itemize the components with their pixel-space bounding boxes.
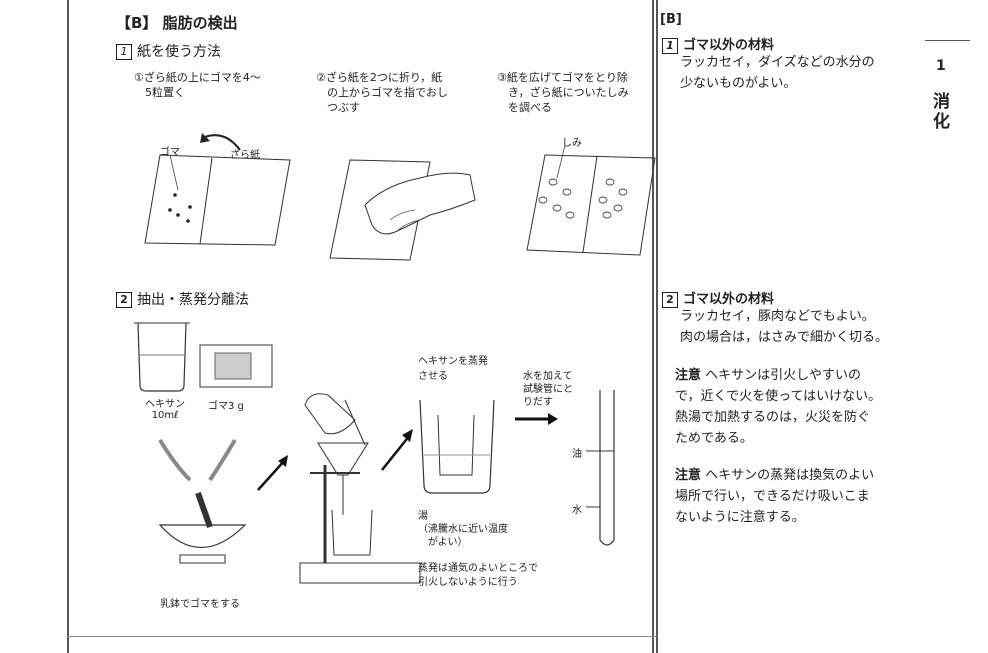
method2-title: 抽出・蒸発分離法 bbox=[137, 292, 249, 308]
section-title: 【B】 脂肪の検出 bbox=[116, 14, 238, 32]
paper-with-seeds-illustration bbox=[144, 133, 291, 246]
method1-heading: 1 紙を使う方法 bbox=[116, 41, 221, 61]
label-water: 水 bbox=[572, 505, 582, 516]
label-goma-seed: ゴマ bbox=[160, 147, 180, 158]
label-add-water: 水を加えて 試験管にと りだす bbox=[523, 371, 573, 408]
side-header: [B] bbox=[660, 12, 682, 27]
method2-number: 2 bbox=[116, 292, 132, 308]
label-shimi: しみ bbox=[562, 138, 582, 149]
side-note2-keyword: 注意 bbox=[675, 468, 702, 483]
label-hot-water: 湯 （沸騰水に近い温度 がよい） bbox=[418, 511, 508, 548]
side-item2-heading: 2 ゴマ以外の材料 bbox=[662, 288, 774, 308]
folded-paper-finger-illustration bbox=[329, 159, 476, 261]
label-evaporate: ヘキサンを蒸発 させる bbox=[418, 356, 488, 382]
chapter-tab-title: 消 化 bbox=[933, 92, 950, 132]
side-item1-number: 1 bbox=[662, 37, 678, 54]
step3-text: ③紙を広げてゴマをとり除 き，ざら紙についたしみ を調べる bbox=[497, 71, 629, 114]
stained-paper-illustration bbox=[526, 144, 656, 256]
label-evap-caution: 蒸発は通気のよいところで 引火しないように行う bbox=[418, 563, 538, 588]
method2-heading: 2 抽出・蒸発分離法 bbox=[116, 289, 249, 309]
method1-number: 1 bbox=[116, 44, 132, 60]
label-mortar: 乳鉢でゴマをする bbox=[160, 599, 240, 610]
side-note1-text: ヘキサンは引火しやすいの で，近くで火を使ってはいけない。 熱湯で加熱するのは，… bbox=[675, 368, 882, 446]
divider-line-a bbox=[652, 0, 654, 653]
side-note2: 注意 ヘキサンの蒸発は換気のよい 場所で行い，できるだけ吸いこま ないように注意… bbox=[675, 465, 925, 528]
extraction-apparatus-illustration bbox=[134, 322, 615, 584]
divider-line-b bbox=[656, 0, 658, 653]
side-item2-body: ラッカセイ，豚肉などでもよい。 肉の場合は，はさみで細かく切る。 bbox=[680, 309, 889, 345]
side-item1-body: ラッカセイ，ダイズなどの水分の 少ないものがよい。 bbox=[680, 55, 875, 91]
side-item1-heading: 1 ゴマ以外の材料 bbox=[662, 34, 774, 54]
side-note1: 注意 ヘキサンは引火しやすいの で，近くで火を使ってはいけない。 熱湯で加熱する… bbox=[675, 365, 925, 449]
tab-top-rule bbox=[925, 40, 970, 41]
side-item1-title: ゴマ以外の材料 bbox=[683, 38, 775, 53]
step1-text: ①ざら紙の上にゴマを4〜 5粒置く bbox=[134, 71, 261, 99]
side-note1-keyword: 注意 bbox=[675, 368, 702, 383]
label-hexane: ヘキサン 10mℓ bbox=[145, 399, 185, 421]
method1-title: 紙を使う方法 bbox=[137, 44, 221, 60]
side-item2-number: 2 bbox=[662, 291, 678, 308]
side-item2-title: ゴマ以外の材料 bbox=[683, 292, 775, 307]
label-oil: 油 bbox=[572, 449, 582, 460]
left-margin-line bbox=[67, 0, 69, 653]
label-goma-3g: ゴマ3 g bbox=[208, 401, 244, 412]
label-zarashi: ざら紙 bbox=[230, 150, 260, 161]
side-note2-text: ヘキサンの蒸発は換気のよい 場所で行い，できるだけ吸いこま ないように注意する。 bbox=[675, 468, 875, 525]
step2-text: ②ざら紙を2つに折り，紙 の上からゴマを指でおし つぶす bbox=[316, 71, 448, 114]
bottom-rule bbox=[67, 636, 657, 637]
chapter-tab-number: 1 bbox=[936, 58, 946, 74]
